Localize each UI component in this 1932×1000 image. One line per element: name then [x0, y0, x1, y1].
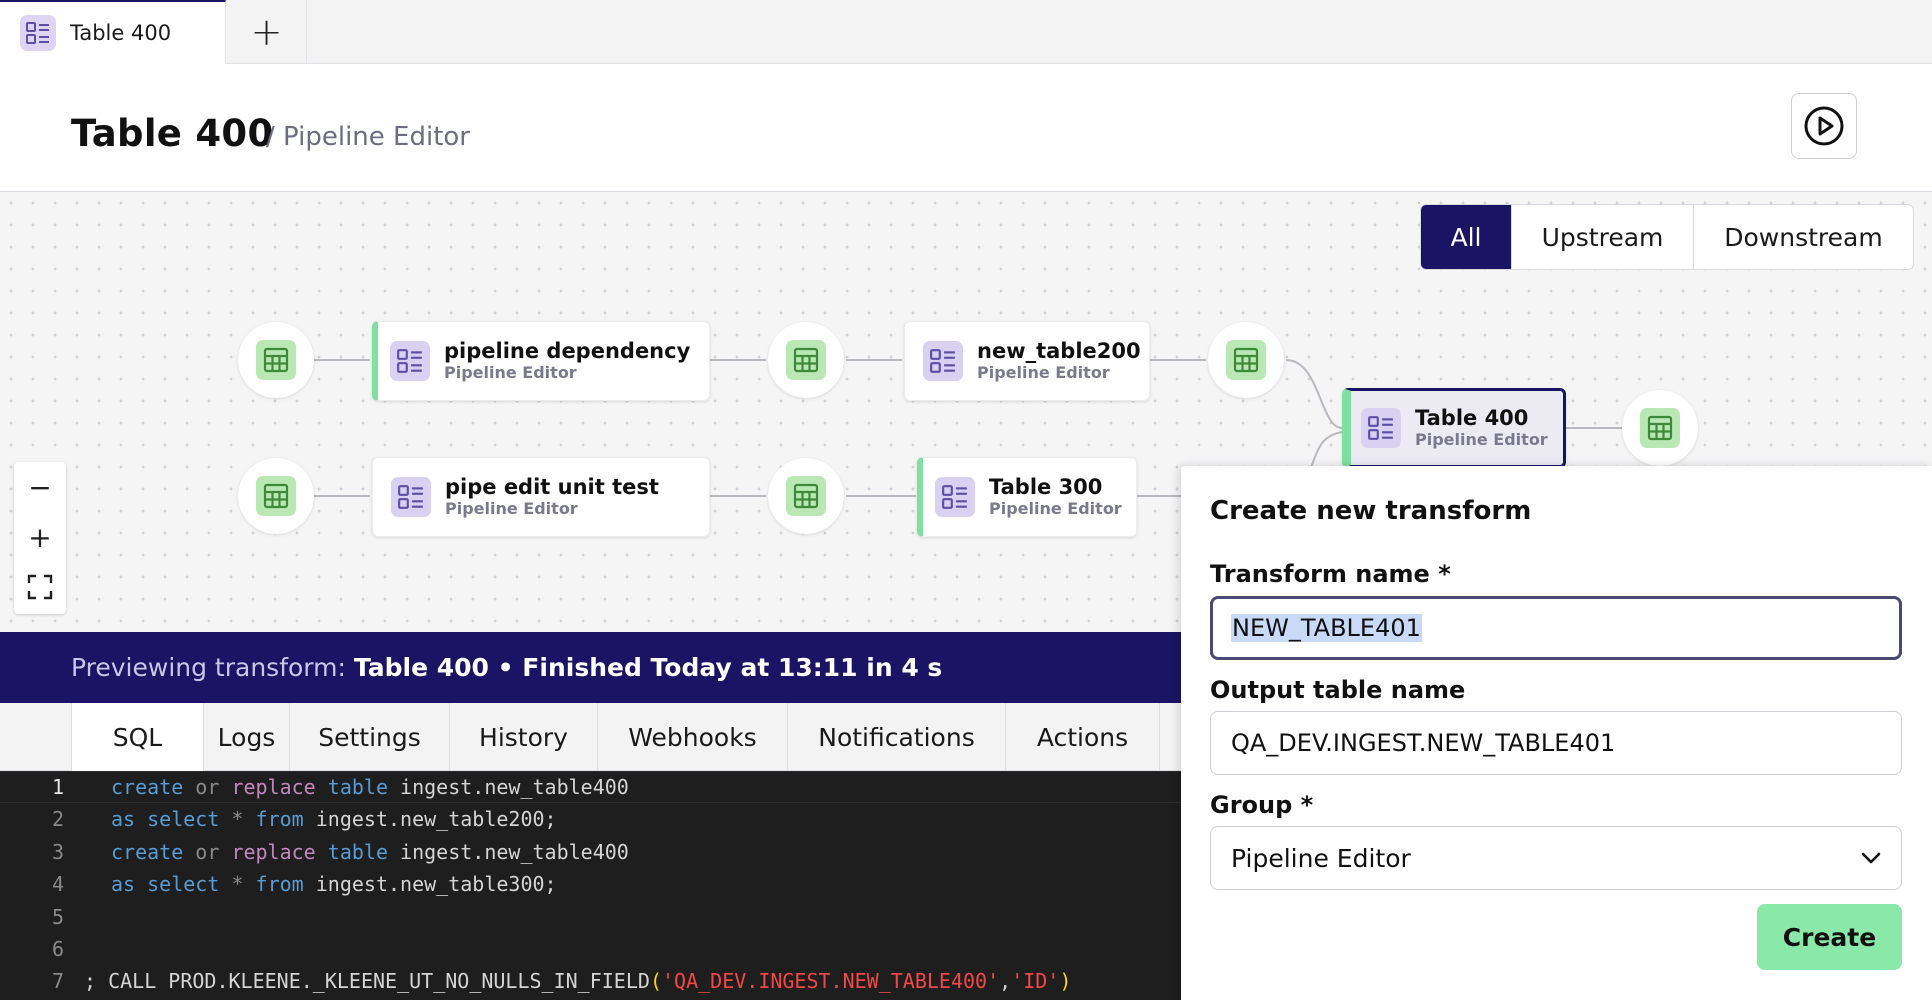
- lineage-filter: All Upstream Downstream: [1420, 204, 1914, 270]
- node-title: Table 300: [989, 475, 1103, 499]
- fit-view-button[interactable]: [14, 562, 66, 612]
- chevron-down-icon: [1861, 852, 1881, 864]
- create-transform-panel: Create new transform Transform name * NE…: [1181, 466, 1932, 1000]
- filter-upstream-button[interactable]: Upstream: [1511, 205, 1693, 269]
- table-icon: [1226, 340, 1266, 380]
- group-value: Pipeline Editor: [1231, 843, 1411, 873]
- tab-label: Table 400: [70, 21, 172, 45]
- line-number: 1: [51, 775, 64, 799]
- line-number: 7: [51, 969, 64, 993]
- line-number: 5: [51, 905, 64, 929]
- tab-actions[interactable]: Actions: [1006, 703, 1160, 771]
- preview-detail: Table 400 • Finished Today at 13:11 in 4…: [353, 653, 943, 682]
- output-table-value: QA_DEV.INGEST.NEW_TABLE401: [1231, 729, 1616, 757]
- node-group: Pipeline Editor: [1415, 430, 1548, 449]
- table-icon: [786, 476, 826, 516]
- preview-banner: Previewing transform: Table 400 • Finish…: [0, 632, 1932, 703]
- page-breadcrumb: / Pipeline Editor: [266, 122, 470, 152]
- preview-prefix: Previewing transform:: [71, 653, 346, 682]
- transform-name-value: NEW_TABLE401: [1231, 614, 1422, 642]
- line-number: 3: [51, 840, 64, 864]
- table-node[interactable]: [238, 322, 314, 398]
- add-tab-button[interactable]: +: [227, 0, 307, 64]
- tab-logs[interactable]: Logs: [204, 703, 290, 771]
- line-number: 2: [51, 807, 64, 831]
- transform-icon: [391, 477, 431, 517]
- output-table-input[interactable]: QA_DEV.INGEST.NEW_TABLE401: [1210, 711, 1902, 775]
- transform-node-pipe-edit-unit-test[interactable]: pipe edit unit test Pipeline Editor: [372, 457, 710, 537]
- tab-notifications[interactable]: Notifications: [788, 703, 1006, 771]
- transform-name-label: Transform name *: [1210, 560, 1451, 588]
- transform-icon: [923, 341, 963, 381]
- tab-sql[interactable]: SQL: [71, 703, 204, 771]
- play-icon: [1804, 106, 1844, 146]
- filter-downstream-button[interactable]: Downstream: [1693, 205, 1913, 269]
- output-table-label: Output table name: [1210, 676, 1466, 704]
- transform-node-table-300[interactable]: Table 300 Pipeline Editor: [917, 457, 1137, 537]
- table-node[interactable]: [1622, 390, 1698, 466]
- transform-node-pipeline-dependency[interactable]: pipeline dependency Pipeline Editor: [372, 321, 710, 401]
- tab-bar: Table 400 +: [0, 0, 1932, 64]
- transform-icon: [20, 15, 56, 51]
- page-header: Table 400 / Pipeline Editor: [0, 64, 1932, 192]
- code-line: 1 create or replace table ingest.new_tab…: [0, 771, 1932, 803]
- code-line: 4 as select * from ingest.new_table300;: [0, 868, 1932, 900]
- transform-node-new-table200[interactable]: new_table200 Pipeline Editor: [904, 321, 1150, 401]
- transform-node-table-400[interactable]: Table 400 Pipeline Editor: [1342, 388, 1566, 468]
- group-label: Group *: [1210, 791, 1314, 819]
- panel-title: Create new transform: [1210, 496, 1532, 526]
- node-group: Pipeline Editor: [977, 363, 1110, 382]
- node-title: pipe edit unit test: [445, 475, 659, 499]
- table-icon: [786, 340, 826, 380]
- table-node[interactable]: [768, 322, 844, 398]
- tab-settings[interactable]: Settings: [290, 703, 450, 771]
- node-group: Pipeline Editor: [444, 363, 577, 382]
- zoom-controls: − +: [14, 462, 66, 614]
- code-line: 5: [0, 901, 1932, 933]
- zoom-out-button[interactable]: −: [28, 470, 52, 504]
- line-number: 6: [51, 937, 64, 961]
- node-group: Pipeline Editor: [989, 499, 1122, 518]
- table-node[interactable]: [768, 458, 844, 534]
- tab-table-400[interactable]: Table 400: [0, 0, 226, 64]
- run-button[interactable]: [1791, 93, 1857, 159]
- transform-icon: [1361, 408, 1401, 448]
- node-title: pipeline dependency: [444, 339, 691, 363]
- table-node[interactable]: [238, 458, 314, 534]
- code-line: 2 as select * from ingest.new_table200;: [0, 803, 1932, 835]
- line-number: 4: [51, 872, 64, 896]
- table-icon: [256, 476, 296, 516]
- node-group: Pipeline Editor: [445, 499, 578, 518]
- node-title: new_table200: [977, 339, 1141, 363]
- fullscreen-icon: [27, 574, 53, 600]
- group-select[interactable]: Pipeline Editor: [1210, 826, 1902, 890]
- table-icon: [256, 340, 296, 380]
- create-button[interactable]: Create: [1757, 904, 1902, 970]
- transform-icon: [390, 341, 430, 381]
- filter-all-button[interactable]: All: [1421, 205, 1511, 269]
- zoom-in-button[interactable]: +: [28, 520, 52, 554]
- code-line: 3 create or replace table ingest.new_tab…: [0, 836, 1932, 868]
- code-line: 6: [0, 933, 1932, 965]
- transform-name-input[interactable]: NEW_TABLE401: [1210, 596, 1902, 660]
- transform-icon: [935, 477, 975, 517]
- page-title: Table 400: [71, 112, 274, 155]
- node-title: Table 400: [1415, 406, 1529, 430]
- tab-webhooks[interactable]: Webhooks: [598, 703, 788, 771]
- tab-history[interactable]: History: [450, 703, 598, 771]
- table-node[interactable]: [1208, 322, 1284, 398]
- table-icon: [1640, 408, 1680, 448]
- code-line: 7 ; CALL PROD.KLEENE._KLEENE_UT_NO_NULLS…: [0, 965, 1932, 997]
